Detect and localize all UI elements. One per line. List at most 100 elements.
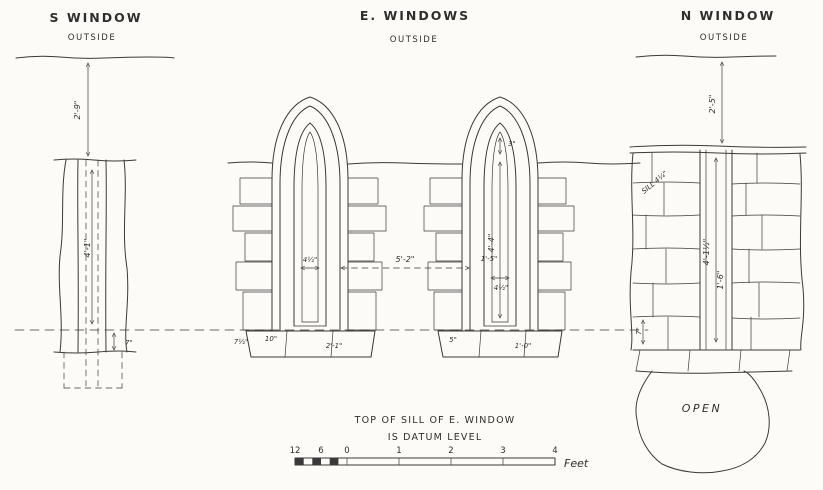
east-dim-left-width: 4½"	[303, 256, 317, 264]
east-sills	[245, 330, 563, 358]
masonry-right-window	[423, 177, 575, 331]
course-line	[632, 181, 701, 184]
east-dim-between: 5'-2"	[396, 255, 415, 264]
rough-stone-edge	[123, 159, 129, 353]
stone	[537, 232, 564, 262]
north-subtitle: OUTSIDE	[700, 33, 748, 43]
stone	[239, 177, 273, 205]
north-dim-height: 4'-1½"	[702, 239, 711, 266]
east-title: E. WINDOWS	[360, 8, 470, 23]
masonry-edge	[799, 153, 805, 351]
wall-line	[227, 161, 273, 164]
east-sill-dim: 1'-0"	[515, 342, 532, 350]
jamb-line	[105, 159, 107, 353]
sill-line	[53, 350, 137, 354]
south-dim-sill: 7"	[125, 339, 133, 347]
jamb-line	[77, 159, 79, 353]
arch-outline-outer	[271, 96, 349, 331]
scale-inch-cell	[312, 458, 321, 465]
north-masonry	[629, 152, 805, 351]
datum-note: TOP OF SILL OF E. WINDOW IS DATUM LEVEL	[354, 415, 516, 443]
masonry-edge	[629, 152, 634, 351]
east-sill-dim: 10"	[265, 335, 277, 343]
wall-line	[537, 161, 641, 165]
course-line	[731, 214, 801, 217]
east-window-left	[271, 96, 349, 331]
scale-tick-label: 2	[448, 446, 453, 456]
scale-unit-label: Feet	[564, 457, 589, 470]
sill-joint	[786, 349, 791, 372]
east-subtitle: OUTSIDE	[390, 35, 438, 45]
open-label: OPEN	[682, 402, 722, 415]
stone	[433, 291, 463, 331]
course-line	[632, 315, 701, 318]
south-dim-top: 2'-9"	[73, 101, 82, 120]
south-title: S WINDOW	[49, 10, 142, 25]
sill-stone	[245, 330, 376, 358]
section-north-window: N WINDOW OUTSIDE 2'-5"	[629, 8, 807, 474]
wall-line	[629, 144, 807, 148]
sill-joint	[687, 349, 691, 372]
scale-tick-label: 4	[552, 446, 557, 456]
stone	[537, 261, 572, 291]
stone	[347, 205, 387, 232]
north-dim-width: 1'-6"	[716, 271, 725, 290]
section-south-window: S WINDOW OUTSIDE 2'-9" 4'-1" 7"	[15, 10, 175, 389]
scale-bar: 12 6 0 1 2 3 4 Feet	[290, 446, 589, 470]
stone	[429, 177, 463, 205]
ground-line	[635, 54, 777, 58]
course-line	[632, 247, 701, 250]
course-line	[731, 281, 801, 284]
arch-opening	[483, 122, 517, 327]
scale-tick-label: 12	[290, 446, 301, 456]
wall-line	[347, 162, 463, 165]
south-subtitle: OUTSIDE	[68, 33, 116, 43]
window-head-line	[53, 158, 137, 162]
east-dim-right-width2: 4½"	[494, 284, 508, 292]
scale-tick-label: 0	[344, 446, 349, 456]
north-title: N WINDOW	[681, 8, 776, 23]
sill-joint	[523, 330, 527, 358]
course-line	[731, 182, 801, 185]
scale-tick-label: 3	[500, 446, 505, 456]
stone	[242, 291, 273, 331]
note-line1: TOP OF SILL OF E. WINDOW	[354, 415, 516, 426]
scale-tick-label: 1	[396, 446, 401, 456]
north-dim-top: 2'-5"	[708, 95, 717, 114]
arch-outline-mid	[279, 105, 341, 331]
sill-joint	[478, 330, 482, 358]
masonry-left-window	[232, 177, 387, 331]
north-sill-and-opening: OPEN	[635, 349, 793, 474]
sill-joint	[284, 330, 288, 358]
ground-line	[15, 55, 175, 59]
east-dim-apex: 3"	[508, 140, 516, 148]
sill-stone	[437, 330, 563, 358]
stone	[235, 261, 273, 291]
arch-opening	[293, 122, 327, 327]
stone	[427, 261, 463, 291]
course-line	[731, 248, 801, 251]
sill-joint	[635, 349, 641, 372]
east-window-right	[461, 96, 539, 331]
stone	[435, 232, 463, 262]
glass-slot	[491, 131, 509, 323]
east-sill-dim: 7½"	[234, 338, 248, 346]
arch-outline-outer	[461, 96, 539, 331]
section-east-windows: E. WINDOWS OUTSIDE	[227, 8, 641, 358]
stone	[537, 291, 566, 331]
stone	[347, 261, 383, 291]
course-line	[632, 282, 701, 285]
sill-joint	[330, 330, 334, 358]
stone	[347, 232, 375, 262]
scale-inch-cell	[295, 458, 304, 465]
stone	[232, 205, 273, 232]
east-sill-dim: 2'-1"	[326, 342, 343, 350]
stone	[537, 205, 575, 232]
east-sill-dim: 5"	[449, 336, 457, 344]
arch-outline-mid	[469, 105, 531, 331]
rough-stone-edge	[58, 159, 67, 353]
scale-inch-cell	[329, 458, 339, 465]
stone	[537, 177, 567, 205]
